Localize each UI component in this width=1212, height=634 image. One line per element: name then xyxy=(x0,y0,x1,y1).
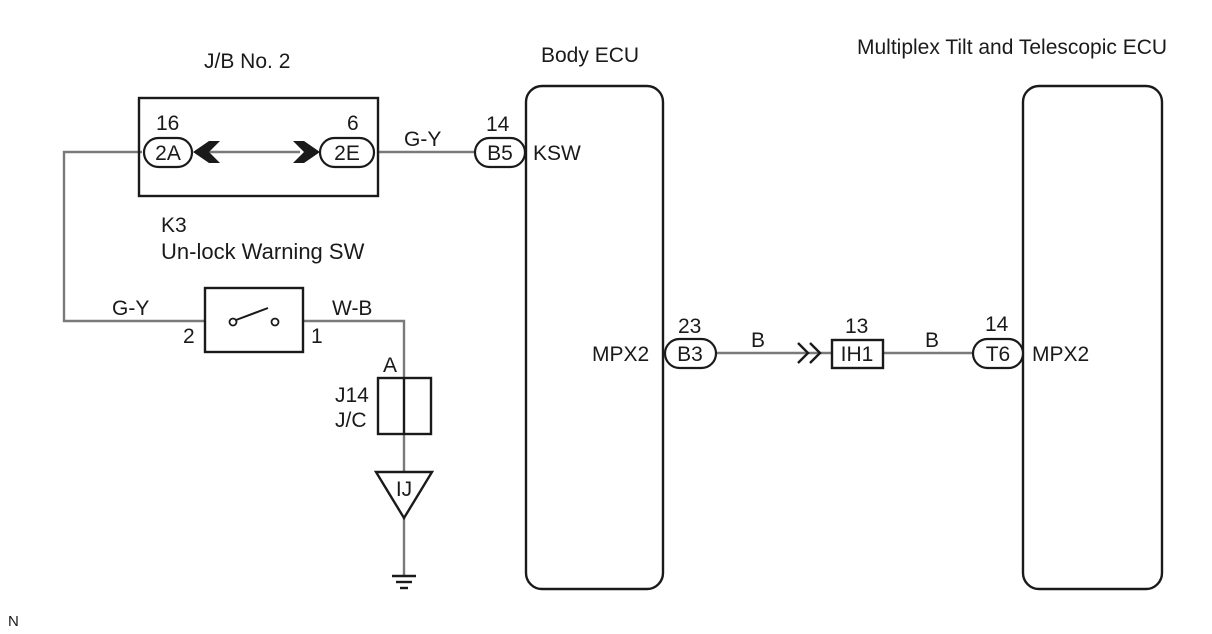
wire-switch-to-jc xyxy=(303,319,406,378)
jc-name: J/C xyxy=(335,409,367,432)
jb2-connector-right xyxy=(318,136,376,169)
junction-block-2: J/B No. 2 16 2A 6 2E xyxy=(137,50,380,198)
jb2-title: J/B No. 2 xyxy=(204,50,290,73)
tilt-telescopic-ecu: Multiplex Tilt and Telescopic ECU 14 T6 … xyxy=(857,36,1167,591)
switch-pin-left: 2 xyxy=(183,325,195,348)
double-chevron-icon xyxy=(797,342,810,364)
tilt-ecu-connector-t6-label: T6 xyxy=(986,343,1011,366)
switch-code: K3 xyxy=(161,214,187,237)
inline-connector: B 13 IH1 B xyxy=(751,315,939,370)
body-ecu-mpx-pin-number: 23 xyxy=(678,315,701,338)
jc-pin: A xyxy=(383,354,397,377)
inline-connector-number: 13 xyxy=(845,315,868,338)
wire-jb-to-switch xyxy=(62,150,205,323)
wire-label-switch-to-jc: W-B xyxy=(332,297,372,320)
switch-name: Un-lock Warning SW xyxy=(161,239,365,264)
ground-point: IJ xyxy=(373,470,435,590)
jb2-pin-left-number: 16 xyxy=(156,112,179,135)
switch-contact-right-icon xyxy=(270,317,280,327)
body-ecu-connector-b5-label: B5 xyxy=(487,142,513,165)
switch-box xyxy=(203,286,305,354)
inline-connector-box xyxy=(830,338,885,370)
jc-code: J14 xyxy=(335,384,369,407)
junction-connector: A J14 J/C xyxy=(335,354,433,436)
ground-point-label: IJ xyxy=(396,478,412,501)
wire-label-ecu-to-inline: B xyxy=(751,329,765,352)
switch-pin-right: 1 xyxy=(311,325,323,348)
switch-contact-left-icon xyxy=(228,317,238,327)
jb2-pin-right-number: 6 xyxy=(347,112,359,135)
jb2-connector-left-label: 2A xyxy=(155,142,181,165)
tilt-ecu-mpx-signal: MPX2 xyxy=(1032,343,1089,366)
tilt-ecu-pin-number: 14 xyxy=(985,313,1009,336)
unlock-warning-switch: K3 Un-lock Warning SW G-Y 2 1 W-B xyxy=(112,214,372,354)
chevron-left-icon xyxy=(193,141,220,163)
tilt-ecu-connector-t6 xyxy=(971,337,1025,370)
body-ecu: Body ECU 14 B5 KSW 23 B3 MPX2 xyxy=(473,44,718,591)
inline-connector-label: IH1 xyxy=(841,343,874,366)
double-chevron-icon-2 xyxy=(809,342,822,364)
ground-point-triangle xyxy=(373,470,435,521)
wire-label-jb-to-ecu: G-Y xyxy=(404,128,441,151)
body-ecu-connector-b3 xyxy=(663,337,718,370)
body-ecu-ksw-pin-number: 14 xyxy=(486,113,510,136)
body-ecu-ksw-signal: KSW xyxy=(533,142,581,165)
footer-mark: N xyxy=(8,613,19,630)
body-ecu-box xyxy=(524,84,665,591)
jb2-box xyxy=(137,96,380,198)
wires xyxy=(62,150,973,575)
wire-label-inline-to-tilt: B xyxy=(925,329,939,352)
jb2-connector-right-label: 2E xyxy=(334,142,360,165)
body-ecu-connector-b5 xyxy=(473,136,527,169)
switch-lever-icon xyxy=(235,307,269,321)
tilt-ecu-title: Multiplex Tilt and Telescopic ECU xyxy=(857,36,1167,59)
wire-label-jb-to-switch: G-Y xyxy=(112,297,149,320)
chevron-right-icon xyxy=(293,141,320,163)
body-ecu-title: Body ECU xyxy=(541,44,639,67)
body-ecu-connector-b3-label: B3 xyxy=(677,343,703,366)
body-ecu-mpx-signal: MPX2 xyxy=(592,343,649,366)
jb2-connector-left xyxy=(142,136,194,169)
tilt-ecu-box xyxy=(1021,84,1164,591)
